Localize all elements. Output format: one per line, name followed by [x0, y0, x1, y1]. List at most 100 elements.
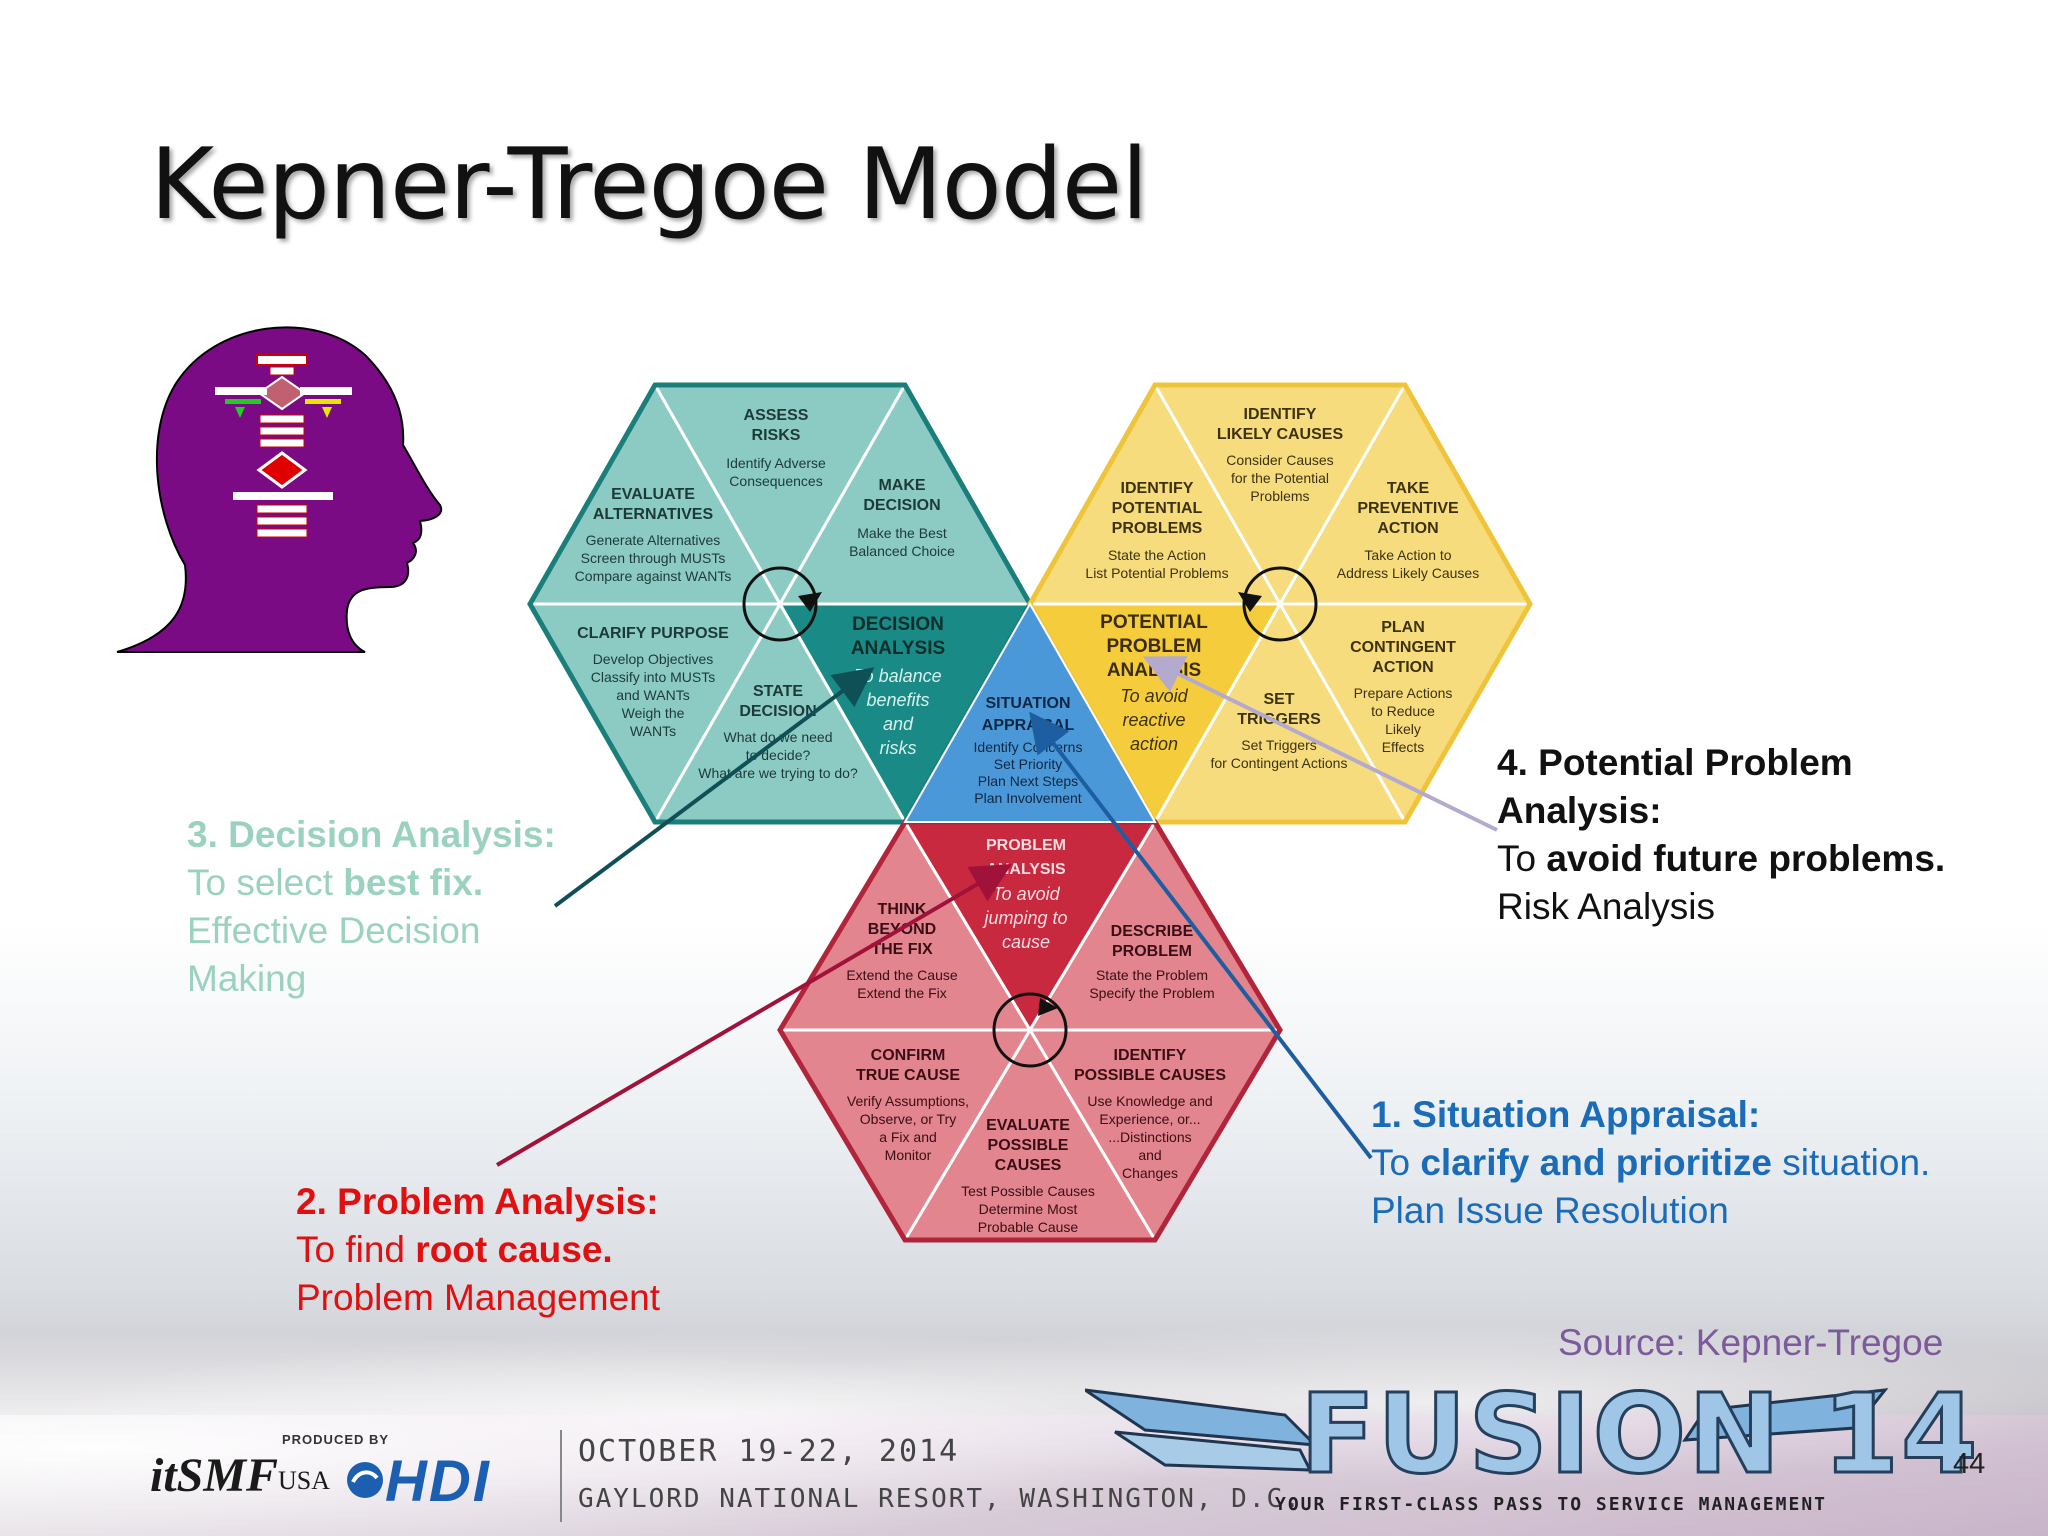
svg-text:Make the Best: Make the Best [857, 525, 947, 541]
svg-text:ACTION: ACTION [1372, 659, 1433, 676]
hdi-logo: HDI [385, 1449, 491, 1514]
svg-text:ANALYSIS: ANALYSIS [851, 638, 945, 659]
svg-text:TRIGGERS: TRIGGERS [1237, 711, 1321, 728]
svg-text:reactive: reactive [1122, 710, 1185, 730]
svg-text:CONTINGENT: CONTINGENT [1350, 639, 1456, 656]
svg-text:Develop Objectives: Develop Objectives [593, 651, 714, 667]
svg-text:and: and [883, 714, 914, 734]
svg-text:DECISION: DECISION [739, 703, 816, 720]
svg-text:Take Action to: Take Action to [1364, 547, 1451, 563]
svg-text:CLARIFY PURPOSE: CLARIFY PURPOSE [577, 625, 729, 642]
event-date: OCTOBER 19-22, 2014 [578, 1434, 960, 1469]
svg-text:Compare against WANTs: Compare against WANTs [575, 568, 732, 584]
svg-text:risks: risks [880, 738, 917, 758]
svg-text:POSSIBLE: POSSIBLE [988, 1137, 1069, 1154]
produced-by-label: PRODUCED BY [282, 1432, 390, 1447]
svg-text:action: action [1130, 734, 1178, 754]
fusion-wings-icon [1085, 1388, 1889, 1472]
svg-text:POTENTIAL: POTENTIAL [1100, 612, 1208, 633]
svg-text:for the Potential: for the Potential [1231, 470, 1329, 486]
svg-text:EVALUATE: EVALUATE [611, 486, 695, 503]
svg-text:to Reduce: to Reduce [1371, 703, 1435, 719]
svg-text:TRUE CAUSE: TRUE CAUSE [856, 1067, 960, 1084]
svg-text:Plan Next Steps: Plan Next Steps [978, 773, 1078, 789]
svg-text:Prepare Actions: Prepare Actions [1354, 685, 1453, 701]
svg-text:Consider Causes: Consider Causes [1226, 452, 1333, 468]
svg-text:STATE: STATE [753, 683, 803, 700]
potential-problem-hexagon [1027, 381, 1533, 826]
svg-text:Verify Assumptions,: Verify Assumptions, [847, 1093, 969, 1109]
svg-text:SET: SET [1263, 691, 1294, 708]
svg-text:To balance: To balance [854, 666, 941, 686]
footer-divider [560, 1430, 562, 1522]
source-credit: Source: Kepner-Tregoe [1558, 1322, 1944, 1363]
svg-text:POSSIBLE CAUSES: POSSIBLE CAUSES [1074, 1067, 1226, 1084]
svg-text:a Fix and: a Fix and [879, 1129, 937, 1145]
head-flowchart-icon [116, 326, 443, 653]
event-venue: GAYLORD NATIONAL RESORT, WASHINGTON, D.C… [578, 1484, 1302, 1514]
svg-text:IDENTIFY: IDENTIFY [1244, 406, 1317, 423]
svg-text:SITUATION: SITUATION [985, 695, 1070, 712]
svg-text:THINK: THINK [878, 901, 927, 918]
svg-text:Likely: Likely [1385, 721, 1421, 737]
svg-text:State the Problem: State the Problem [1096, 967, 1208, 983]
svg-text:and: and [1138, 1147, 1161, 1163]
svg-text:Observe, or Try: Observe, or Try [860, 1111, 956, 1127]
svg-text:EVALUATE: EVALUATE [986, 1117, 1070, 1134]
svg-text:PROBLEM: PROBLEM [1112, 943, 1192, 960]
svg-text:Generate Alternatives: Generate Alternatives [586, 532, 721, 548]
svg-text:State the Action: State the Action [1108, 547, 1206, 563]
svg-text:MAKE: MAKE [878, 477, 925, 494]
svg-text:CAUSES: CAUSES [995, 1157, 1062, 1174]
svg-text:Changes: Changes [1122, 1165, 1178, 1181]
svg-text:List Potential Problems: List Potential Problems [1085, 565, 1228, 581]
problem-arrow [495, 863, 1012, 1167]
svg-text:CONFIRM: CONFIRM [871, 1047, 946, 1064]
svg-text:Specify the Problem: Specify the Problem [1089, 985, 1214, 1001]
svg-text:IDENTIFY: IDENTIFY [1121, 480, 1194, 497]
situation-appraisal-label: 1. Situation Appraisal: To clarify and p… [1371, 1094, 1931, 1231]
svg-text:for Contingent Actions: for Contingent Actions [1211, 755, 1348, 771]
svg-text:DESCRIBE: DESCRIBE [1111, 923, 1194, 940]
svg-text:Weigh the: Weigh the [622, 705, 685, 721]
problem-analysis-label: 2. Problem Analysis: To find root cause.… [296, 1181, 661, 1318]
svg-text:TAKE: TAKE [1387, 480, 1430, 497]
svg-text:Probable Cause: Probable Cause [978, 1219, 1079, 1235]
svg-text:THE FIX: THE FIX [871, 941, 933, 958]
svg-text:PREVENTIVE: PREVENTIVE [1357, 500, 1459, 517]
svg-text:Screen through MUSTs: Screen through MUSTs [581, 550, 726, 566]
svg-text:ASSESS: ASSESS [744, 407, 809, 424]
decision-analysis-label: 3. Decision Analysis: To select best fix… [187, 814, 556, 999]
svg-text:IDENTIFY: IDENTIFY [1114, 1047, 1187, 1064]
svg-text:Plan Involvement: Plan Involvement [974, 790, 1082, 806]
svg-text:Use Knowledge and: Use Knowledge and [1087, 1093, 1212, 1109]
svg-text:DECISION: DECISION [863, 497, 940, 514]
svg-text:Identify Adverse: Identify Adverse [726, 455, 826, 471]
svg-text:PROBLEM: PROBLEM [986, 837, 1066, 854]
svg-text:RISKS: RISKS [752, 427, 801, 444]
svg-text:Experience, or...: Experience, or... [1099, 1111, 1200, 1127]
svg-text:PROBLEM: PROBLEM [1107, 636, 1202, 657]
svg-text:Determine Most: Determine Most [979, 1201, 1078, 1217]
itsmf-usa-text: USA [278, 1466, 331, 1495]
situation-arrow [1029, 711, 1373, 1160]
svg-text:PLAN: PLAN [1381, 619, 1425, 636]
svg-text:Address Likely Causes: Address Likely Causes [1337, 565, 1479, 581]
itsmf-logo: itSMF [150, 1449, 279, 1502]
svg-text:Balanced Choice: Balanced Choice [849, 543, 955, 559]
svg-text:LIKELY CAUSES: LIKELY CAUSES [1217, 426, 1344, 443]
svg-text:DECISION: DECISION [852, 614, 944, 635]
svg-text:benefits: benefits [866, 690, 929, 710]
svg-text:and WANTs: and WANTs [616, 687, 689, 703]
potential-arrow [1142, 656, 1498, 832]
svg-text:Consequences: Consequences [729, 473, 822, 489]
svg-text:...Distinctions: ...Distinctions [1108, 1129, 1191, 1145]
svg-text:WANTs: WANTs [630, 723, 676, 739]
potential-problem-label: 4. Potential Problem Analysis: To avoid … [1497, 742, 1946, 927]
decision-arrow [553, 667, 875, 908]
svg-text:POTENTIAL: POTENTIAL [1112, 500, 1203, 517]
svg-text:cause: cause [1002, 932, 1050, 952]
svg-text:Set Priority: Set Priority [994, 756, 1062, 772]
svg-text:Set Triggers: Set Triggers [1241, 737, 1316, 753]
